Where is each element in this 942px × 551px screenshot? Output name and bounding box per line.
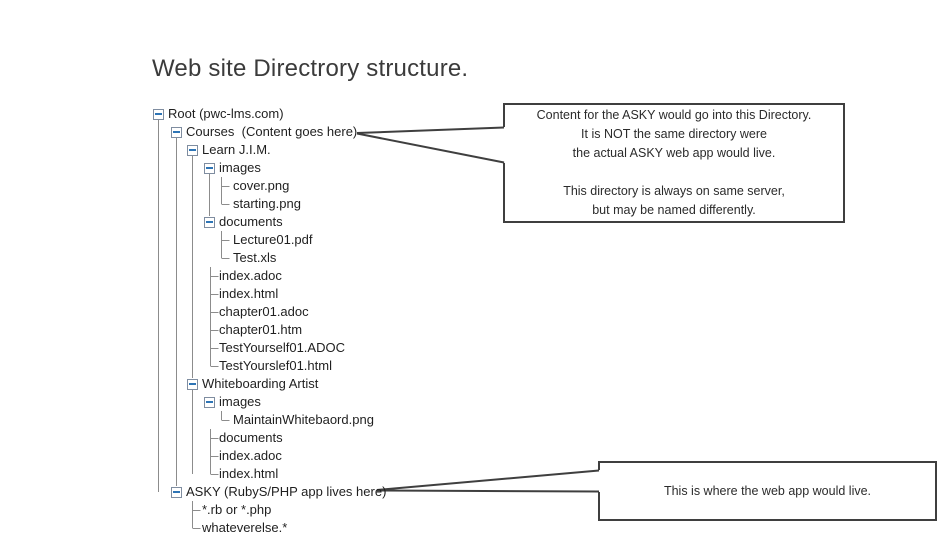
tree-item-label: *.rb or *.php bbox=[202, 502, 272, 517]
tree-item-label: MaintainWhitebaord.png bbox=[233, 412, 374, 427]
tree-item[interactable]: cover.png bbox=[0, 177, 480, 195]
collapse-icon[interactable] bbox=[204, 216, 215, 228]
tree-item[interactable]: Learn J.I.M. bbox=[0, 141, 480, 159]
minus-glyph bbox=[173, 491, 180, 493]
callout-text-line: This is where the web app would live. bbox=[663, 483, 872, 498]
tree-item[interactable]: chapter01.htm bbox=[0, 321, 480, 339]
tree-item-label: TestYourself01.ADOC bbox=[219, 340, 345, 355]
tree-item-label: whateverelse.* bbox=[202, 520, 288, 535]
tree-item-label: Courses (Content goes here) bbox=[186, 124, 358, 139]
minus-glyph bbox=[173, 131, 180, 133]
tree-item-label: Learn J.I.M. bbox=[202, 142, 271, 157]
tree-item[interactable]: MaintainWhitebaord.png bbox=[0, 411, 480, 429]
callout-text-line: It is NOT the same directory were bbox=[581, 127, 767, 141]
minus-glyph bbox=[189, 149, 196, 151]
tree-item-label: chapter01.adoc bbox=[219, 304, 309, 319]
tree-item[interactable]: *.rb or *.php bbox=[0, 501, 480, 519]
tree-item[interactable]: Lecture01.pdf bbox=[0, 231, 480, 249]
callout-text-line: This directory is always on same server, bbox=[563, 184, 785, 198]
collapse-icon[interactable] bbox=[187, 144, 198, 156]
tree-item-label: images bbox=[219, 160, 261, 175]
callout-content-directory: Content for the ASKY would go into this … bbox=[503, 103, 845, 223]
tree-item-label: Test.xls bbox=[233, 250, 277, 265]
callout-text-line: but may be named differently. bbox=[592, 203, 756, 217]
tree-item-label: documents bbox=[219, 430, 283, 445]
tree-item-label: starting.png bbox=[233, 196, 301, 211]
tree-item-label: Whiteboarding Artist bbox=[202, 376, 319, 391]
tree-item-label: index.adoc bbox=[219, 268, 282, 283]
tree-item[interactable]: index.html bbox=[0, 285, 480, 303]
tree-item[interactable]: images bbox=[0, 159, 480, 177]
tree-item[interactable]: whateverelse.* bbox=[0, 519, 480, 537]
tree-item[interactable]: documents bbox=[0, 213, 480, 231]
tree-item[interactable]: TestYourself01.ADOC bbox=[0, 339, 480, 357]
tree-item[interactable]: index.adoc bbox=[0, 267, 480, 285]
tree-item[interactable]: Courses (Content goes here) bbox=[0, 123, 480, 141]
collapse-icon[interactable] bbox=[171, 126, 182, 138]
tree-item-label: cover.png bbox=[233, 178, 290, 193]
callout-text-line: the actual ASKY web app would live. bbox=[572, 146, 776, 160]
tree-item[interactable]: chapter01.adoc bbox=[0, 303, 480, 321]
tree-item-label: index.html bbox=[219, 466, 279, 481]
minus-glyph bbox=[206, 401, 213, 403]
tree-item[interactable]: index.html bbox=[0, 465, 480, 483]
tree-item-label: Root (pwc-lms.com) bbox=[168, 106, 284, 121]
tree-item-label: index.adoc bbox=[219, 448, 282, 463]
collapse-icon[interactable] bbox=[204, 396, 215, 408]
tree-item[interactable]: TestYourslef01.html bbox=[0, 357, 480, 375]
tree-item-label: images bbox=[219, 394, 261, 409]
collapse-icon[interactable] bbox=[153, 108, 164, 120]
collapse-icon[interactable] bbox=[171, 486, 182, 498]
tree-item-label: TestYourslef01.html bbox=[219, 358, 332, 373]
tree-item[interactable]: Whiteboarding Artist bbox=[0, 375, 480, 393]
tree-item[interactable]: Test.xls bbox=[0, 249, 480, 267]
tree-item-label: index.html bbox=[219, 286, 279, 301]
collapse-icon[interactable] bbox=[204, 162, 215, 174]
tree-item-label: Lecture01.pdf bbox=[233, 232, 313, 247]
tree-item[interactable]: documents bbox=[0, 429, 480, 447]
minus-glyph bbox=[155, 113, 162, 115]
tree-item[interactable]: Root (pwc-lms.com) bbox=[0, 105, 480, 123]
tree-item-label: chapter01.htm bbox=[219, 322, 303, 337]
tree-item[interactable]: index.adoc bbox=[0, 447, 480, 465]
minus-glyph bbox=[189, 383, 196, 385]
minus-glyph bbox=[206, 221, 213, 223]
page-title: Web site Directrory structure. bbox=[152, 55, 469, 82]
collapse-icon[interactable] bbox=[187, 378, 198, 390]
minus-glyph bbox=[206, 167, 213, 169]
tree-item-label: documents bbox=[219, 214, 283, 229]
callout-text-line: Content for the ASKY would go into this … bbox=[536, 108, 812, 122]
callout-web-app: This is where the web app would live. bbox=[598, 461, 937, 521]
tree-item[interactable]: images bbox=[0, 393, 480, 411]
tree-item[interactable]: ASKY (RubyS/PHP app lives here) bbox=[0, 483, 480, 501]
tree-item-label: ASKY (RubyS/PHP app lives here) bbox=[186, 484, 387, 499]
tree-item[interactable]: starting.png bbox=[0, 195, 480, 213]
